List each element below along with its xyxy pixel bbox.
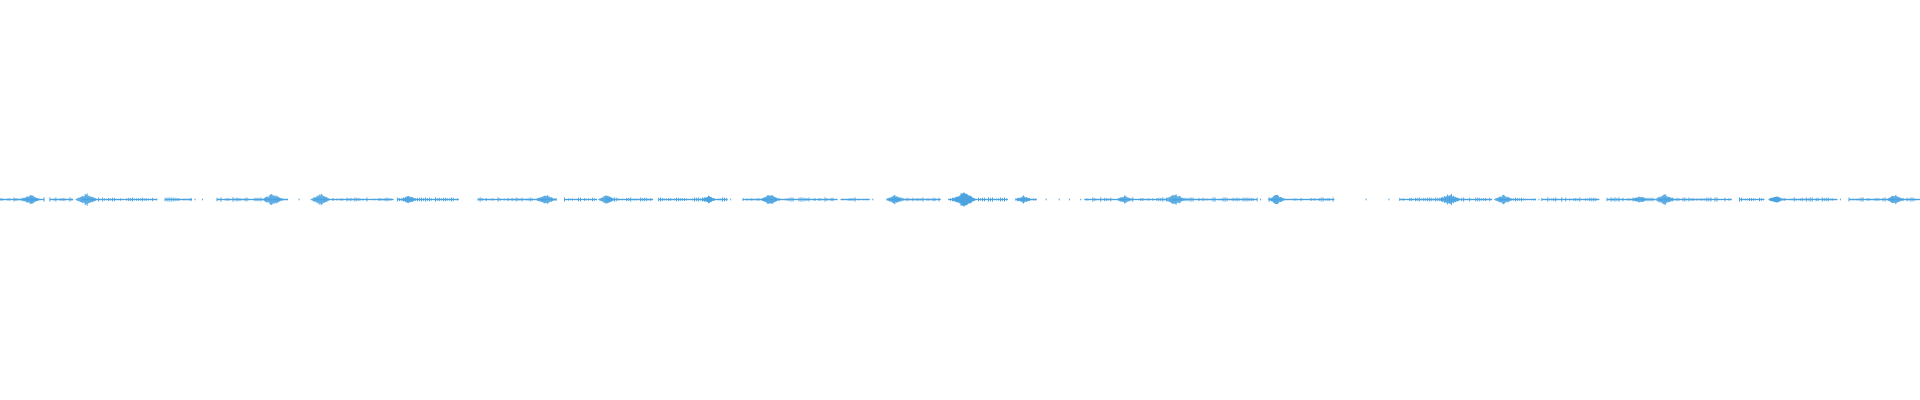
waveform-burst — [535, 195, 555, 204]
waveform-burst — [951, 192, 976, 207]
waveform-burst — [1494, 194, 1513, 205]
waveform-burst — [75, 193, 97, 206]
waveform-burst — [701, 195, 716, 204]
waveform-burst — [21, 195, 40, 204]
waveform-burst — [401, 195, 417, 204]
waveform-burst — [1164, 194, 1185, 205]
waveform-burst — [1768, 196, 1784, 203]
waveform-burst — [1654, 194, 1674, 205]
waveform-burst — [598, 195, 615, 204]
waveform-burst — [1886, 194, 1904, 205]
waveform-burst — [1632, 196, 1648, 203]
waveform-burst — [1117, 195, 1133, 204]
waveform-burst — [886, 194, 903, 205]
waveform-burst — [262, 194, 283, 205]
waveform-burst — [760, 195, 780, 204]
waveform-burst — [1268, 194, 1286, 205]
waveform-burst — [310, 193, 330, 206]
waveform-layer — [0, 192, 1920, 207]
waveform-burst — [1438, 194, 1460, 205]
waveform-burst — [1015, 195, 1031, 204]
